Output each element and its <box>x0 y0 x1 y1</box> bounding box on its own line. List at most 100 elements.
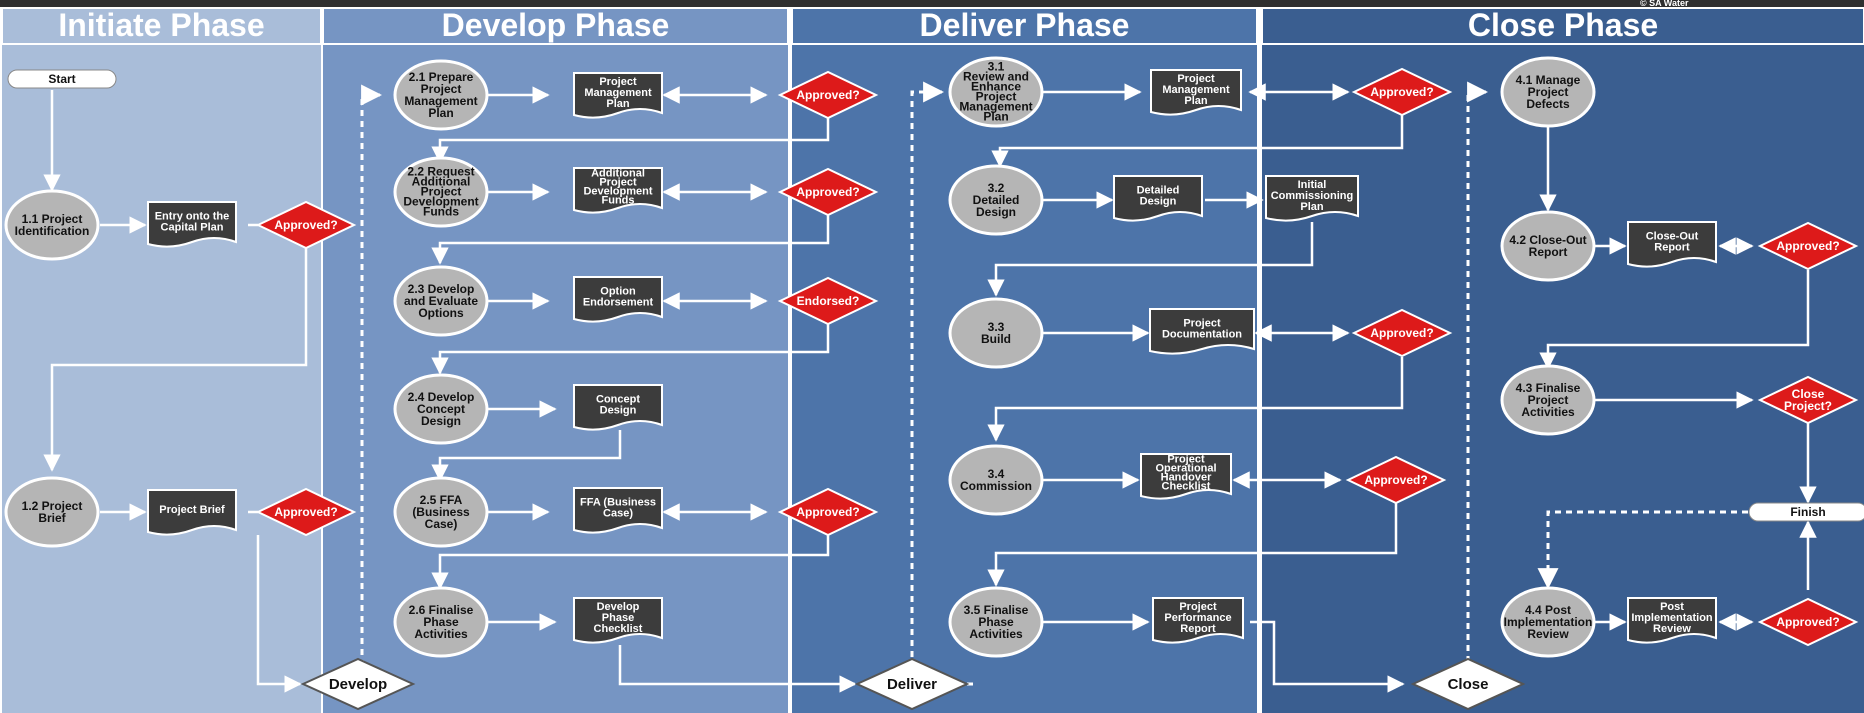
svg-text:Close: Close <box>1792 387 1825 401</box>
gate-develop[interactable]: Develop <box>300 657 416 711</box>
decision-approved-4-4[interactable]: Approved? <box>1757 597 1859 647</box>
connector-20 <box>431 301 830 375</box>
svg-text:Management: Management <box>404 94 477 108</box>
decision-approved-2-1[interactable]: Approved? <box>777 70 879 120</box>
svg-text:Additional: Additional <box>412 175 471 189</box>
svg-text:Checklist: Checklist <box>1162 481 1211 493</box>
svg-text:Project: Project <box>1183 317 1221 329</box>
svg-text:Project: Project <box>1179 601 1217 613</box>
svg-text:(Business: (Business <box>412 505 470 519</box>
start-terminal[interactable]: Start <box>7 69 117 89</box>
svg-text:Project: Project <box>421 82 462 96</box>
svg-text:Case): Case) <box>603 507 633 519</box>
svg-text:Finish: Finish <box>1790 505 1825 519</box>
svg-text:Phase: Phase <box>423 615 459 629</box>
doc-project-brief[interactable]: Project Brief <box>147 489 237 536</box>
svg-text:Project?: Project? <box>1784 399 1832 413</box>
decision-endorsed-2-3[interactable]: Endorsed? <box>777 276 879 326</box>
decision-approved-2-5[interactable]: Approved? <box>777 487 879 537</box>
process-2-2-request-funds[interactable]: 2.2 RequestAdditionalProjectDevelopmentF… <box>393 156 489 228</box>
svg-text:Review and: Review and <box>963 70 1029 84</box>
svg-text:Development: Development <box>583 186 652 198</box>
decision-approved-4-2[interactable]: Approved? <box>1757 221 1859 271</box>
svg-text:Approved?: Approved? <box>1370 326 1433 340</box>
svg-text:Project Brief: Project Brief <box>159 504 225 516</box>
svg-text:3.5 Finalise: 3.5 Finalise <box>964 603 1029 617</box>
connector-49 <box>1537 510 1748 590</box>
svg-text:Commissioning: Commissioning <box>1271 190 1354 202</box>
svg-text:Approved?: Approved? <box>796 185 859 199</box>
finish-terminal[interactable]: Finish <box>1748 502 1864 522</box>
phase-lane-2: Develop Phase <box>322 7 789 713</box>
svg-text:3.2: 3.2 <box>988 181 1005 195</box>
svg-text:Report: Report <box>1180 623 1216 635</box>
decision-approved-1-2[interactable]: Approved? <box>255 487 357 537</box>
svg-text:Defects: Defects <box>1526 97 1570 111</box>
svg-text:Funds: Funds <box>423 205 459 219</box>
svg-text:2.4 Develop: 2.4 Develop <box>408 390 475 404</box>
svg-text:Start: Start <box>48 72 75 86</box>
svg-text:FFA (Business: FFA (Business <box>580 496 656 508</box>
decision-approved-1-1[interactable]: Approved? <box>255 200 357 250</box>
svg-text:Management: Management <box>1162 84 1230 96</box>
phase-title-2: Develop Phase <box>442 7 670 43</box>
decision-approved-3-1[interactable]: Approved? <box>1351 67 1453 117</box>
gate-deliver[interactable]: Deliver <box>854 657 970 711</box>
decision-approved-3-3[interactable]: Approved? <box>1351 308 1453 358</box>
svg-text:Development: Development <box>403 195 478 209</box>
svg-text:Approved?: Approved? <box>1364 473 1427 487</box>
connector-33 <box>987 222 1314 297</box>
connector-45 <box>1539 270 1810 370</box>
connector-22 <box>431 430 622 482</box>
connector-17 <box>431 192 830 265</box>
svg-text:Develop: Develop <box>329 676 387 693</box>
svg-text:Plan: Plan <box>1184 95 1208 107</box>
svg-text:Project: Project <box>599 177 637 189</box>
svg-text:Implementation: Implementation <box>1631 612 1713 624</box>
svg-text:4.4 Post: 4.4 Post <box>1525 603 1571 617</box>
gate-close[interactable]: Close <box>1410 657 1526 711</box>
svg-text:2.5 FFA: 2.5 FFA <box>420 493 463 507</box>
svg-text:Management: Management <box>584 87 652 99</box>
svg-text:Handover: Handover <box>1161 472 1212 484</box>
connector-27 <box>618 645 857 693</box>
svg-text:3.4: 3.4 <box>988 467 1005 481</box>
decision-approved-2-2[interactable]: Approved? <box>777 167 879 217</box>
svg-text:Design: Design <box>976 205 1016 219</box>
decision-approved-3-4[interactable]: Approved? <box>1345 455 1447 505</box>
svg-text:4.2 Close-Out: 4.2 Close-Out <box>1509 233 1586 247</box>
connector-5 <box>43 225 308 472</box>
